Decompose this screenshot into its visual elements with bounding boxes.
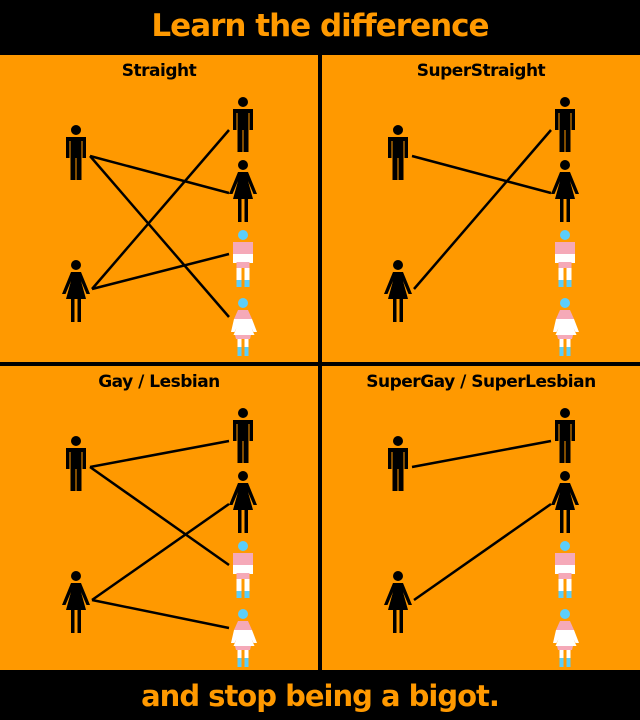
footer-slogan: and stop being a bigot.	[141, 679, 500, 713]
panel-title: SuperGay / SuperLesbian	[366, 372, 596, 392]
panel-title: Gay / Lesbian	[98, 372, 220, 392]
connection-line	[411, 439, 552, 469]
left-man-icon	[388, 125, 408, 180]
right-trans-woman-icon	[553, 298, 579, 356]
right-woman-icon	[229, 471, 257, 533]
panel-straight: Straight	[0, 55, 318, 362]
panel-gay-lesbian: Gay / Lesbian	[0, 366, 318, 670]
left-woman-icon	[62, 260, 90, 322]
panel-superstraight: SuperStraight	[322, 55, 640, 362]
right-trans-woman-icon	[231, 298, 257, 356]
left-woman-icon	[62, 571, 90, 633]
right-trans-woman-icon	[553, 609, 579, 667]
connection-line	[91, 252, 230, 291]
left-woman-icon	[384, 260, 412, 322]
connection-line	[413, 502, 552, 602]
page-title: Learn the difference	[151, 8, 489, 44]
right-woman-icon	[551, 471, 579, 533]
connection-line	[411, 154, 552, 195]
right-trans-man-icon	[233, 230, 253, 287]
panel-title: Straight	[121, 61, 197, 81]
right-man-icon	[233, 97, 253, 152]
panel-diagram	[384, 97, 579, 356]
connection-line	[89, 439, 230, 469]
left-man-icon	[66, 436, 86, 491]
connection-line	[89, 465, 230, 567]
left-man-icon	[66, 125, 86, 180]
left-man-icon	[388, 436, 408, 491]
right-man-icon	[555, 408, 575, 463]
right-man-icon	[233, 408, 253, 463]
right-trans-man-icon	[555, 230, 575, 287]
right-trans-man-icon	[233, 541, 253, 598]
right-woman-icon	[551, 160, 579, 222]
left-woman-icon	[384, 571, 412, 633]
connection-line	[91, 129, 230, 290]
connection-line	[91, 598, 230, 630]
panel-diagram	[62, 97, 257, 356]
right-trans-man-icon	[555, 541, 575, 598]
right-man-icon	[555, 97, 575, 152]
connection-line	[413, 129, 552, 290]
panel-diagram	[62, 408, 257, 667]
connection-line	[89, 155, 230, 318]
panel-supergay-superlesbian: SuperGay / SuperLesbian	[322, 366, 640, 670]
panel-diagram	[384, 408, 579, 667]
connection-line	[91, 502, 230, 602]
right-woman-icon	[229, 160, 257, 222]
panel-title: SuperStraight	[416, 61, 546, 81]
connection-line	[89, 154, 230, 195]
right-trans-woman-icon	[231, 609, 257, 667]
